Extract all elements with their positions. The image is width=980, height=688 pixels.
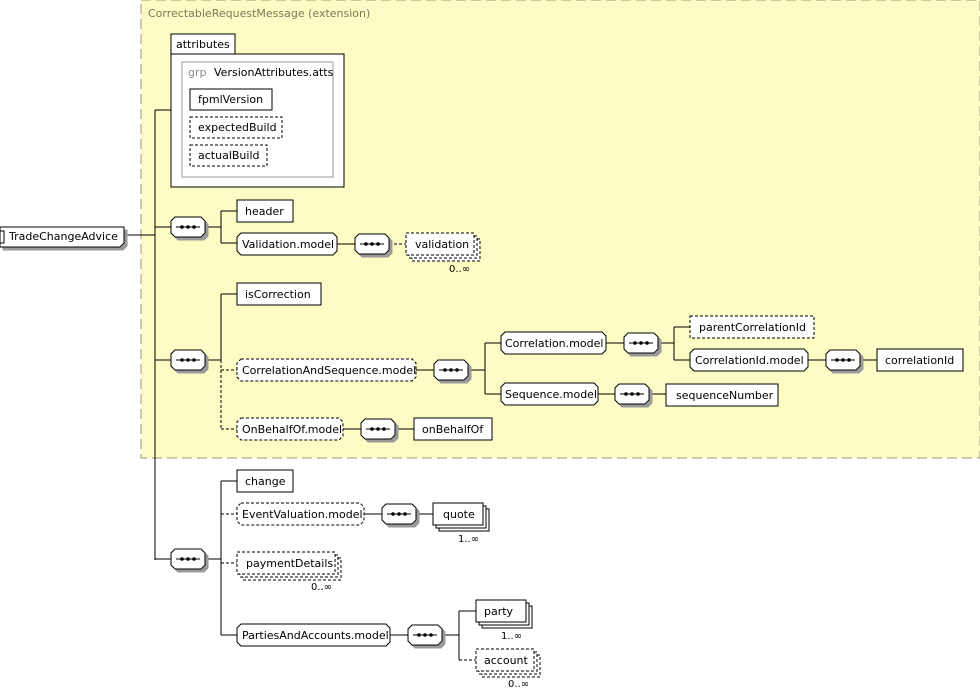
svg-text:quote: quote (443, 508, 475, 521)
svg-text:Validation.model: Validation.model (242, 238, 334, 251)
sequence-compositor-icon[interactable] (825, 349, 861, 371)
svg-text:CorrelationId.model: CorrelationId.model (695, 354, 804, 367)
element-account[interactable]: account 0..∞ (475, 648, 541, 688)
root-element-tradechangeadvice[interactable]: TradeChangeAdvice (0, 226, 125, 248)
svg-text:validation: validation (415, 238, 469, 251)
svg-text:Correlation.model: Correlation.model (505, 337, 603, 350)
element-paymentdetails[interactable]: paymentDetails 0..∞ (236, 551, 342, 593)
extension-label: CorrectableRequestMessage (extension) (148, 7, 370, 20)
extension-region: CorrectableRequestMessage (extension) (140, 0, 980, 459)
svg-text:correlationId: correlationId (885, 354, 954, 367)
account-cardinality: 0..∞ (508, 679, 529, 688)
sequence-compositor-icon[interactable] (407, 624, 443, 646)
element-validation[interactable]: validation 0..∞ (405, 232, 481, 275)
paymentdetails-cardinality: 0..∞ (311, 582, 332, 593)
svg-text:fpmlVersion: fpmlVersion (198, 93, 263, 106)
svg-text:OnBehalfOf.model: OnBehalfOf.model (242, 423, 342, 436)
attributes-title: attributes (176, 38, 230, 51)
sequence-compositor-icon[interactable] (433, 359, 469, 381)
attribute-expectedbuild[interactable]: expectedBuild (189, 116, 283, 139)
sequence-compositor-icon[interactable] (170, 349, 206, 371)
svg-text:PartiesAndAccounts.model: PartiesAndAccounts.model (242, 629, 389, 642)
root-label: TradeChangeAdvice (8, 230, 118, 243)
attributes-group: attributes grp VersionAttributes.atts fp… (170, 33, 345, 188)
svg-text:actualBuild: actualBuild (198, 149, 259, 162)
svg-text:EventValuation.model: EventValuation.model (242, 508, 363, 521)
group-name: VersionAttributes.atts (214, 66, 334, 79)
model-event-valuation[interactable]: EventValuation.model (236, 502, 365, 526)
svg-text:paymentDetails: paymentDetails (246, 557, 333, 570)
svg-text:party: party (484, 605, 514, 618)
sequence-compositor-icon[interactable] (381, 503, 417, 525)
group-prefix: grp (188, 66, 207, 79)
sequence-compositor-icon[interactable] (170, 216, 206, 238)
sequence-compositor-icon[interactable] (360, 418, 396, 440)
svg-text:isCorrection: isCorrection (245, 288, 311, 301)
svg-text:onBehalfOf: onBehalfOf (422, 423, 484, 436)
element-onbehalfof[interactable]: onBehalfOf (413, 417, 493, 441)
svg-text:header: header (245, 205, 284, 218)
svg-text:parentCorrelationId: parentCorrelationId (699, 321, 806, 334)
attribute-fpmlversion[interactable]: fpmlVersion (189, 88, 273, 111)
svg-text:CorrelationAndSequence.model: CorrelationAndSequence.model (242, 364, 416, 377)
model-sequence[interactable]: Sequence.model (500, 382, 599, 406)
model-correlation-and-sequence[interactable]: CorrelationAndSequence.model (236, 358, 417, 382)
validation-cardinality: 0..∞ (449, 264, 470, 275)
elements: header Validation.model validation 0..∞ … (236, 199, 964, 688)
attribute-actualbuild[interactable]: actualBuild (189, 144, 268, 167)
element-party[interactable]: party 1..∞ (475, 599, 533, 642)
model-validation[interactable]: Validation.model (236, 232, 338, 256)
model-correlation[interactable]: Correlation.model (500, 331, 607, 355)
sequence-compositor-icon[interactable] (354, 233, 390, 255)
element-correlationid[interactable]: correlationId (876, 348, 964, 372)
quote-cardinality: 1..∞ (458, 534, 479, 545)
element-change[interactable]: change (236, 469, 294, 493)
element-iscorrection[interactable]: isCorrection (236, 282, 322, 306)
svg-text:change: change (245, 475, 286, 488)
connectors (124, 109, 877, 661)
sequence-compositor-icon[interactable] (623, 332, 659, 354)
svg-text:Sequence.model: Sequence.model (505, 388, 597, 401)
version-attributes-group-label: grp VersionAttributes.atts (188, 66, 334, 79)
svg-text:account: account (484, 654, 529, 667)
svg-text:sequenceNumber: sequenceNumber (676, 389, 774, 402)
sequence-compositors (170, 216, 861, 646)
model-on-behalf-of[interactable]: OnBehalfOf.model (236, 417, 344, 441)
model-parties-and-accounts[interactable]: PartiesAndAccounts.model (236, 623, 391, 647)
sequence-compositor-icon[interactable] (170, 548, 206, 570)
element-sequencenumber[interactable]: sequenceNumber (665, 383, 779, 407)
sequence-compositor-icon[interactable] (614, 383, 650, 405)
element-parentcorrelationid[interactable]: parentCorrelationId (689, 315, 815, 339)
svg-text:expectedBuild: expectedBuild (198, 121, 277, 134)
party-cardinality: 1..∞ (501, 631, 522, 642)
model-correlation-id[interactable]: CorrelationId.model (689, 348, 809, 372)
element-header[interactable]: header (236, 199, 294, 223)
element-quote[interactable]: quote 1..∞ (432, 502, 490, 545)
